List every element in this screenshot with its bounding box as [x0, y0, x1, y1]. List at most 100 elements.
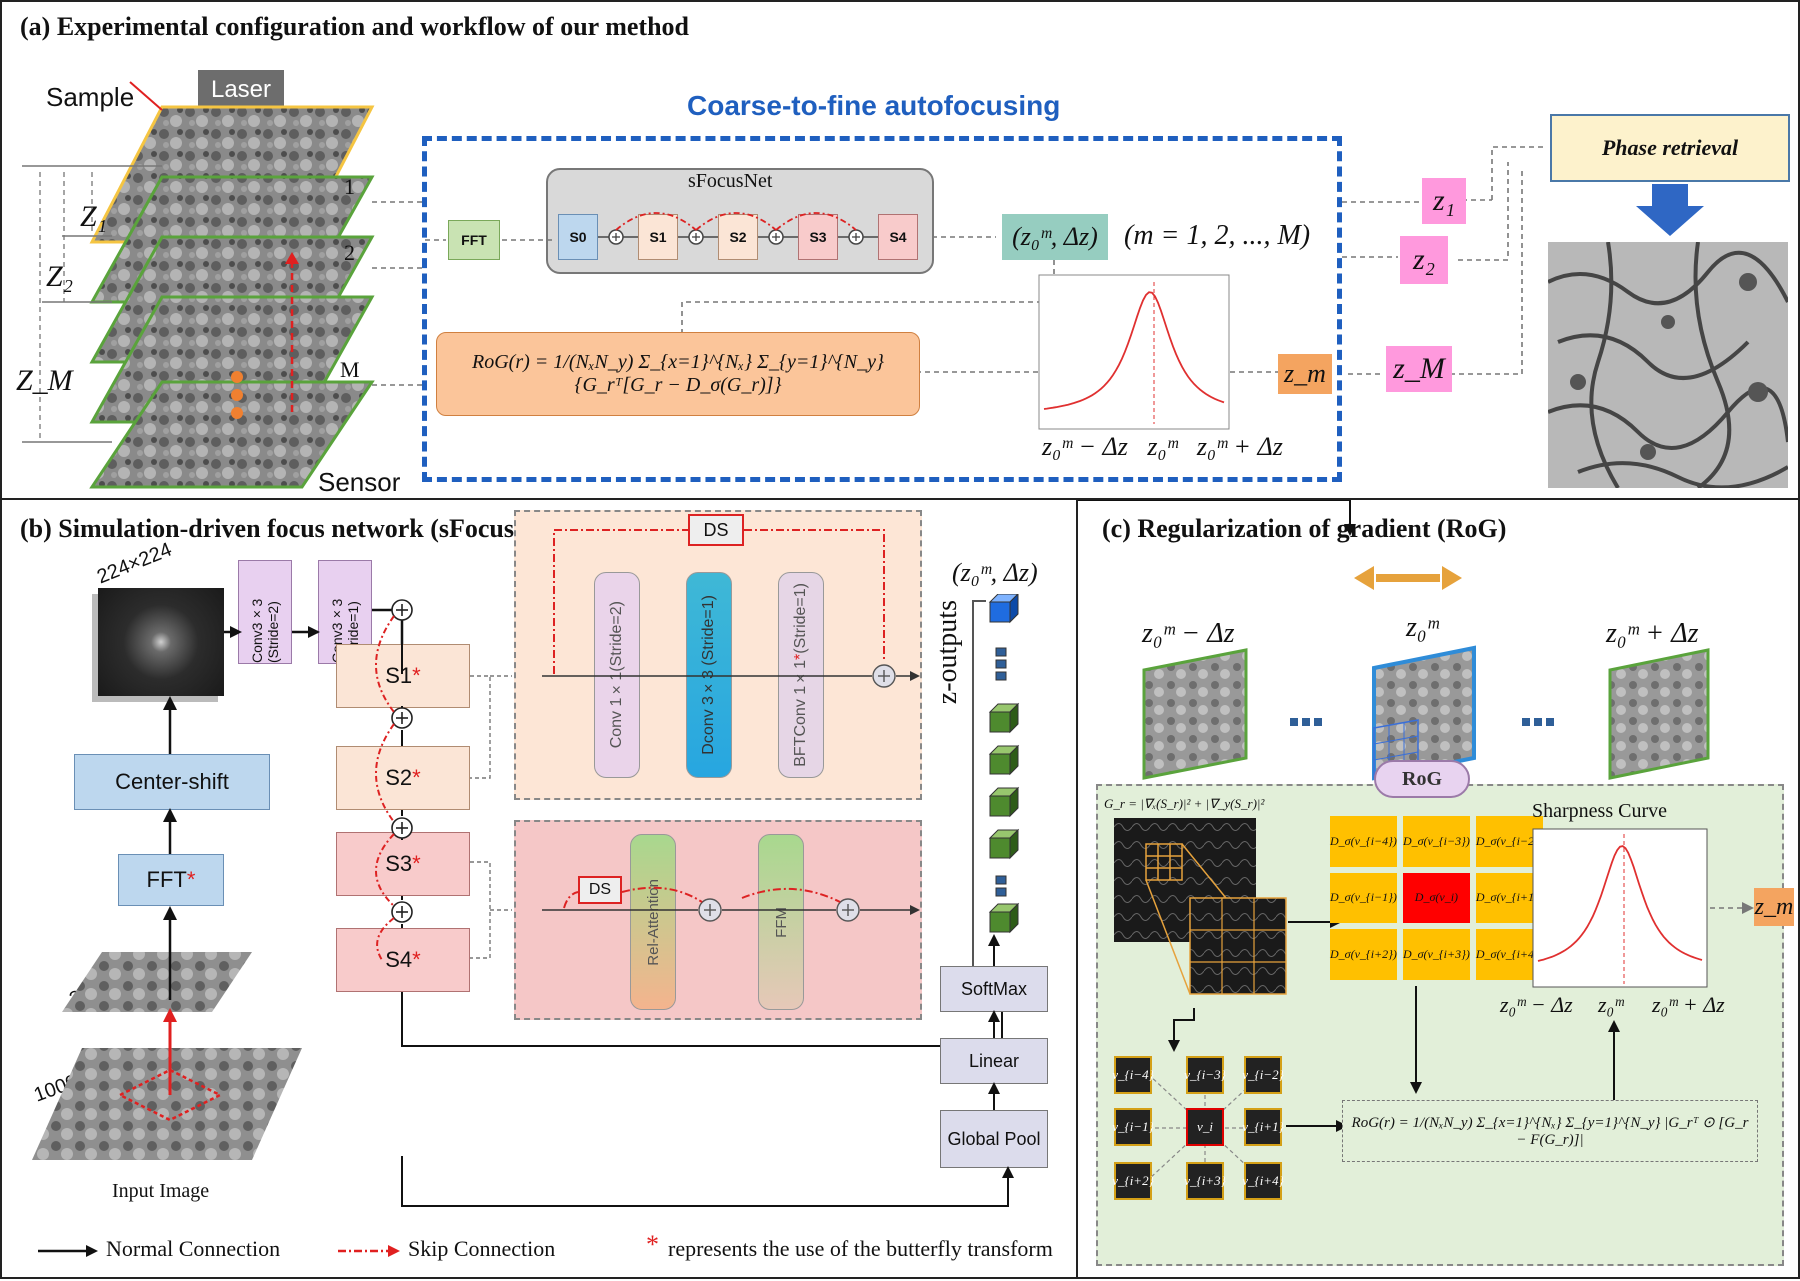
plane-label-1: 1	[344, 174, 355, 199]
sharpness-curve-plot	[1532, 828, 1708, 988]
output-pair-box: (z₀ᵐ, Δz)	[1002, 214, 1108, 260]
fft-box: FFT	[448, 220, 500, 260]
left-defocus-label: z₀ᵐ − Δz	[1142, 618, 1235, 649]
output-stack-connections	[401, 934, 1014, 1207]
stage-s3-b: S3*	[336, 832, 470, 896]
gradient-map	[1114, 818, 1342, 995]
neighbor-cell: v_{i+4}	[1242, 1162, 1284, 1200]
panel-b-title: (b) Simulation-driven focus network (sFo…	[20, 514, 562, 543]
double-arrow-icon	[1354, 566, 1462, 590]
defocus-right-image	[1608, 648, 1710, 780]
dsigma-cell: D_σ(v_{i+4})	[1475, 929, 1543, 980]
plane-label-2: 2	[344, 240, 355, 265]
stage-s4: S4	[878, 214, 918, 260]
zm-left-label: Z_M	[16, 364, 73, 397]
butterfly-star: *	[412, 765, 421, 790]
stage-s0: S0	[558, 214, 598, 260]
plane-label-m: M	[340, 357, 360, 382]
panel-c-title: (c) Regularization of gradient (RoG)	[1102, 514, 1507, 543]
neighbor-cell-center: v_i	[1186, 1108, 1224, 1146]
right-defocus-label: z₀ᵐ + Δz	[1606, 618, 1699, 649]
fft-box-b: FFT*	[118, 854, 224, 906]
dsigma-cell: D_σ(v_{i+3})	[1402, 929, 1470, 980]
neighbor-cell: v_{i−1}	[1112, 1108, 1154, 1146]
panel-a: (a) Experimental configuration and workf…	[0, 0, 1800, 500]
zm-box-c: z_m	[1754, 888, 1794, 926]
dsigma-cell: D_σ(v_{i−1})	[1330, 872, 1397, 924]
stage-s2-b: S2*	[336, 746, 470, 810]
ellipsis-dot	[231, 371, 243, 383]
zm-output: z_M	[1386, 346, 1452, 392]
ffm-box: FFM	[758, 834, 804, 1010]
sensor-label: Sensor	[318, 467, 401, 497]
curve-axis-a: z₀ᵐ − Δz z₀ᵐ z₀ᵐ + Δz	[1042, 432, 1283, 461]
butterfly-star: *	[412, 663, 421, 688]
neighbor-cell: v_{i−3}	[1184, 1056, 1226, 1094]
sample-stack	[22, 81, 375, 489]
sharpness-axis-left: z₀ᵐ − Δz	[1500, 992, 1573, 1017]
z2-label: Z₂	[46, 260, 74, 293]
conv-stride2: Conv3×3 (Stride=2)	[238, 560, 292, 664]
butterfly-star: *	[186, 867, 196, 892]
focus-curve-plot	[1038, 274, 1230, 430]
coarse-title: Coarse-to-fine autofocusing	[687, 90, 1061, 121]
legend-normal: Normal Connection	[106, 1236, 281, 1261]
block-detail-connections	[542, 529, 920, 922]
plane-m	[89, 380, 375, 489]
ellipsis-dot	[231, 407, 243, 419]
center-focus-label: z₀ᵐ	[1406, 612, 1439, 643]
coarse-to-fine-region	[422, 136, 1342, 482]
stage-s2: S2	[718, 214, 758, 260]
neighbor-cell: v_{i+2}	[1112, 1162, 1154, 1200]
gradient-formula: G_r = |∇ₓ(S_r)|² + |∇_y(S_r)|²	[1104, 796, 1265, 811]
butterfly-star: *	[412, 947, 421, 972]
laser-label: Laser	[198, 70, 284, 110]
z-output-cubes	[988, 594, 1020, 934]
down-arrow-icon	[1636, 184, 1704, 236]
conv1x1-stride2: Conv 1×1(Stride=2)	[594, 572, 640, 778]
softmax-box: SoftMax	[940, 966, 1048, 1012]
sample-label: Sample	[46, 82, 135, 112]
panel-a-flow-connectors	[372, 146, 1546, 386]
rel-attention-box: Rel-Attention	[630, 834, 676, 1010]
dsigma-grid: D_σ(v_{i−4}) D_σ(v_{i−3}) D_σ(v_{i−2}) D…	[1330, 816, 1543, 980]
dsigma-cell: D_σ(v_{i−3})	[1402, 816, 1470, 867]
dsigma-cell: D_σ(v_{i+2})	[1330, 929, 1397, 980]
legend-skip: Skip Connection	[408, 1236, 556, 1261]
sharpness-axis-mid: z₀ᵐ	[1598, 992, 1624, 1017]
dsigma-cell: D_σ(v_{i−2})	[1475, 816, 1543, 867]
center-shift-box: Center-shift	[74, 754, 270, 810]
m-range: (m = 1, 2, ..., M)	[1124, 220, 1311, 251]
global-pool-box: Global Pool	[940, 1110, 1048, 1168]
panel-c: (c) Regularization of gradient (RoG) z₀ᵐ…	[1076, 498, 1800, 1279]
zm-box-a: z_m	[1278, 354, 1332, 394]
rog-formula-box: RoG(r) = 1/(NₓN_y) Σ_{x=1}^{Nₓ} Σ_{y=1}^…	[436, 332, 920, 416]
z2-output: z₂	[1400, 236, 1448, 284]
ellipsis-dot	[231, 389, 243, 401]
legend-lines	[38, 1245, 400, 1257]
fft-spectrum-image	[98, 588, 224, 696]
dsigma-cell: D_σ(v_{i+1})	[1475, 872, 1543, 924]
sharpness-axis-right: z₀ᵐ + Δz	[1652, 992, 1725, 1017]
dsigma-cell-center: D_σ(v_i)	[1402, 872, 1470, 924]
phase-image	[1548, 242, 1788, 488]
z1-output: z₁	[1422, 178, 1466, 224]
z1-label: Z₁	[80, 200, 108, 233]
panel-b: (b) Simulation-driven focus network (sFo…	[0, 498, 1078, 1279]
neighbor-cell: v_{i−4}	[1112, 1056, 1154, 1094]
rog-formula-c: RoG(r) = 1/(NₓN_y) Σ_{x=1}^{Nₓ} Σ_{y=1}^…	[1342, 1100, 1758, 1162]
input-image	[32, 1048, 302, 1160]
cropped-image	[62, 952, 252, 1012]
legend-star-text: represents the use of the butterfly tran…	[668, 1236, 1053, 1261]
bftconv1x1: BFTConv 1×1*(Stride=1)	[778, 572, 824, 778]
sharpness-to-zm	[1710, 902, 1754, 914]
sfocusnet-label: sFocusNet	[688, 170, 773, 192]
ds-box-bottom: DS	[578, 876, 622, 904]
stage-s3: S3	[798, 214, 838, 260]
panel-b-left-graphics	[32, 608, 408, 1160]
rog-pill: RoG	[1374, 760, 1470, 798]
ds-box-top: DS	[688, 514, 744, 546]
panel-c-images	[1078, 500, 1710, 781]
dsigma-cell: D_σ(v_{i−4})	[1330, 816, 1397, 867]
neighbor-cell: v_{i+1}	[1242, 1108, 1284, 1146]
